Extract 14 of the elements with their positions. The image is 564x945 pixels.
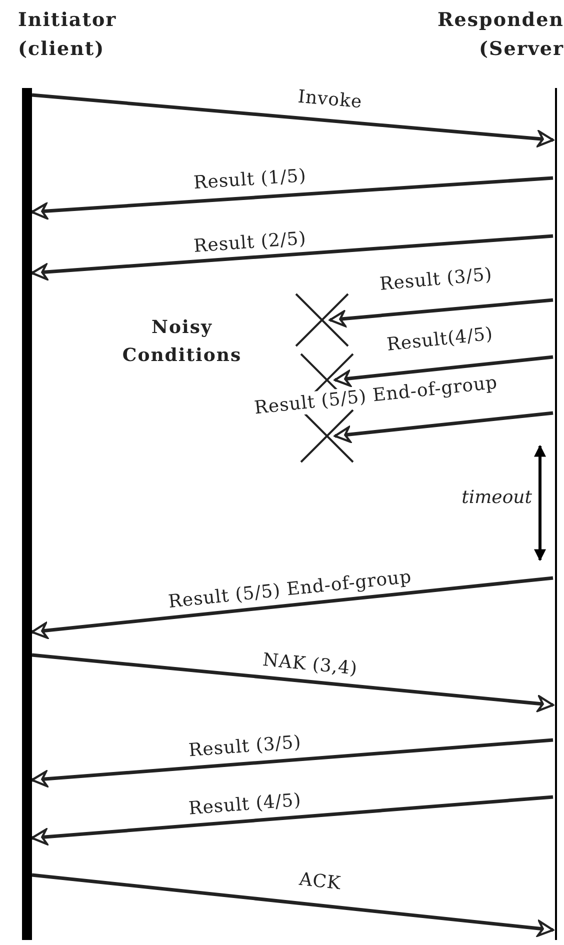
message-arrow [30,576,554,639]
message-arrow [32,93,554,148]
participant-heading: Responden (Server [436,8,564,62]
message-arrow [32,873,554,937]
message-arrow [334,411,554,443]
message-arrow [328,298,554,328]
message-arrow [30,795,554,846]
message-arrow [30,234,554,280]
annotation-text: Noisy Conditions [121,316,243,368]
message-arrow [32,653,554,712]
participant-heading: Initiator (client) [18,8,118,62]
message-arrow [30,176,554,220]
timeout-label: timeout [460,486,532,510]
message-arrow [334,355,554,387]
